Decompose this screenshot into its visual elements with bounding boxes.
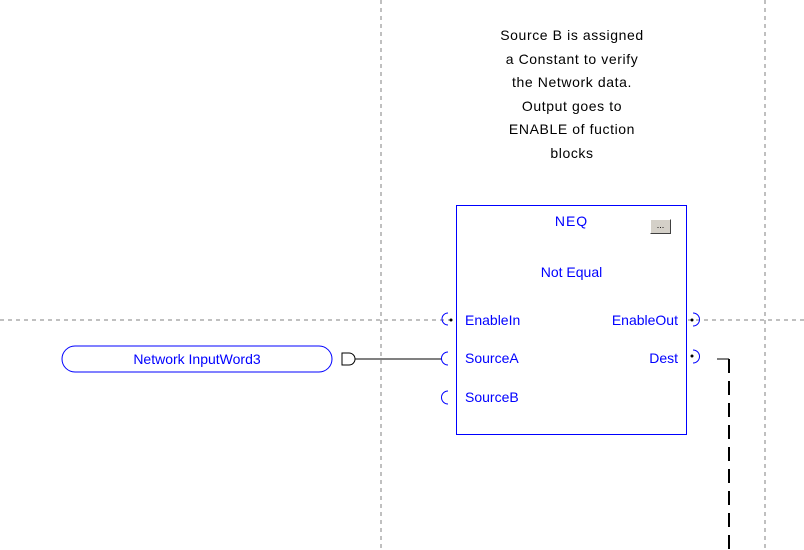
comment-line: a Constant to verify (505, 50, 639, 67)
sourcea-pin (441, 351, 449, 366)
pin-label-enableout: EnableOut (611, 312, 678, 328)
instruction-properties-button[interactable]: ... (650, 219, 671, 234)
comment-line: Output goes to (521, 97, 623, 114)
enableout-pin-dot (690, 318, 694, 322)
neq-instruction-block[interactable]: NEQ ... Not Equal EnableIn EnableOut Sou… (456, 205, 687, 435)
dest-pin (692, 349, 700, 364)
enablein-pin (441, 312, 449, 326)
pin-label-sourcea[interactable]: SourceA (465, 350, 519, 366)
comment-line: Source B is assigned (500, 27, 644, 43)
input-tag-name[interactable]: Network InputWord3 (133, 351, 261, 367)
enablein-pin-dot (449, 318, 453, 322)
enableout-pin (692, 312, 700, 327)
comment-line: blocks (550, 144, 594, 161)
input-tag-oval[interactable] (61, 345, 333, 373)
dest-pin-dot (690, 354, 694, 358)
pin-label-enablein: EnableIn (465, 312, 521, 328)
instruction-description: Not Equal (540, 264, 603, 280)
tag-output-pin (341, 352, 356, 366)
pin-label-sourceb[interactable]: SourceB (465, 389, 519, 405)
comment-line: ENABLE of fuction (508, 121, 636, 137)
pin-label-dest[interactable]: Dest (649, 350, 678, 366)
sourceb-pin (441, 390, 449, 405)
comment-line: the Network data. (512, 74, 632, 90)
rung-comment: Source B is assigned a Constant to verif… (452, 24, 692, 165)
instruction-type: NEQ (554, 213, 589, 229)
